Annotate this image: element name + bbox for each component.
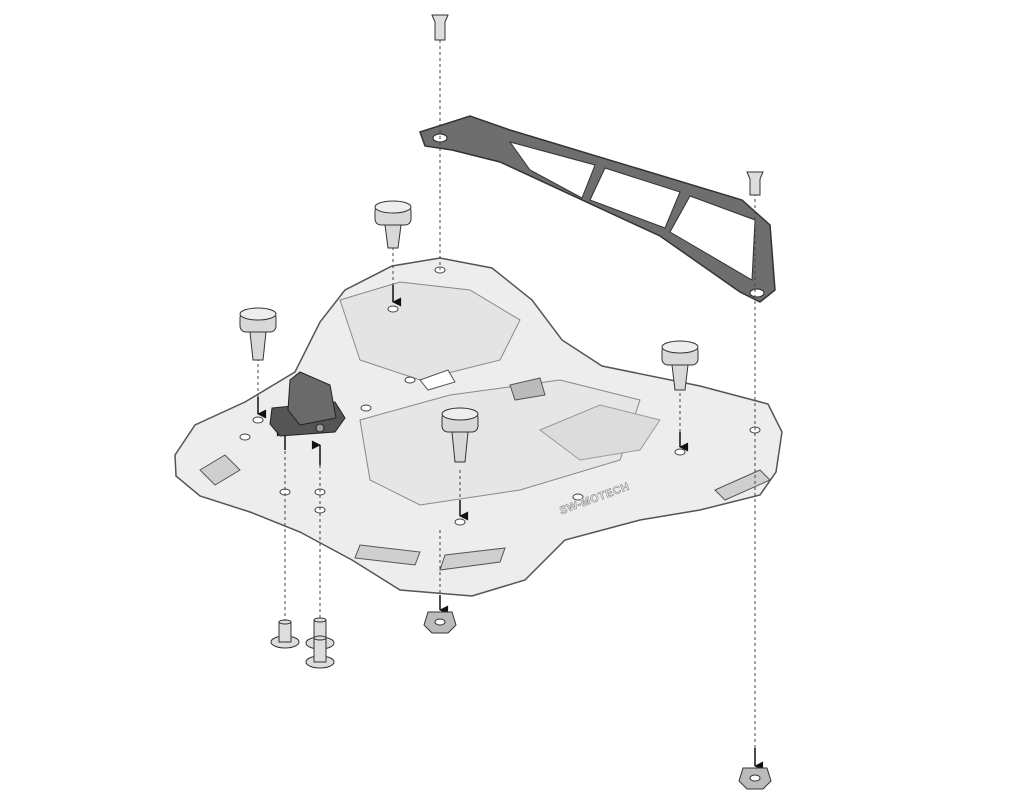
bottom-bolts [270,617,335,669]
countersunk-screws [431,14,764,196]
rack-plate [174,257,783,597]
top-bracket [419,115,776,303]
lock-latch [269,371,346,437]
rubber-pads [239,200,699,463]
lock-nuts [423,611,772,790]
